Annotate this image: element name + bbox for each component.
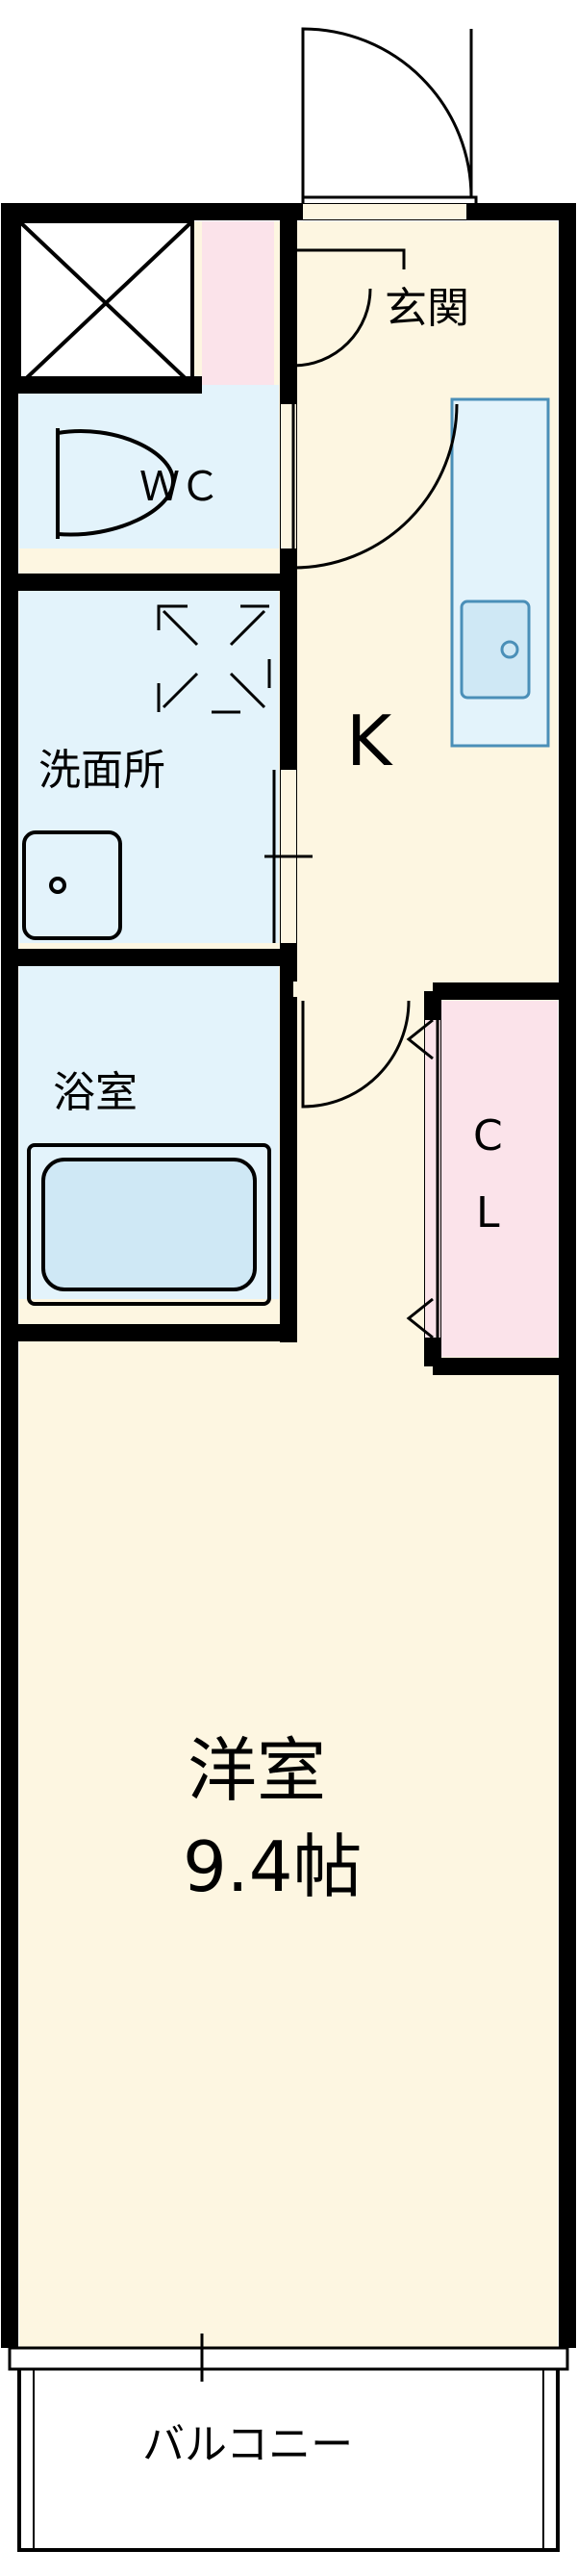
sink-drain <box>500 640 519 659</box>
label-wc: ＷＣ <box>139 463 220 510</box>
label-western-room: 洋室 <box>188 1730 326 1811</box>
label-kitchen: K <box>346 701 393 781</box>
label-washroom: 洗面所 <box>38 746 165 795</box>
fixtures <box>22 428 271 1306</box>
wc-floor <box>19 385 279 548</box>
door-swings <box>264 248 459 1339</box>
balcony <box>8 2334 569 2552</box>
label-closet-l: L <box>476 1188 500 1237</box>
label-bathroom: 浴室 <box>53 1068 138 1117</box>
sink <box>460 599 531 700</box>
label-balcony: バルコニー <box>142 2420 353 2469</box>
closet-floor <box>438 1001 558 1357</box>
entrance-door <box>301 27 478 220</box>
entrance-floor <box>288 221 558 375</box>
label-genkan: 玄関 <box>385 284 469 333</box>
label-closet-c: C <box>473 1111 503 1160</box>
shoe-cabinet <box>202 221 274 385</box>
label-western-room-size: 9.4帖 <box>183 1826 363 1907</box>
ps-box <box>17 219 194 387</box>
